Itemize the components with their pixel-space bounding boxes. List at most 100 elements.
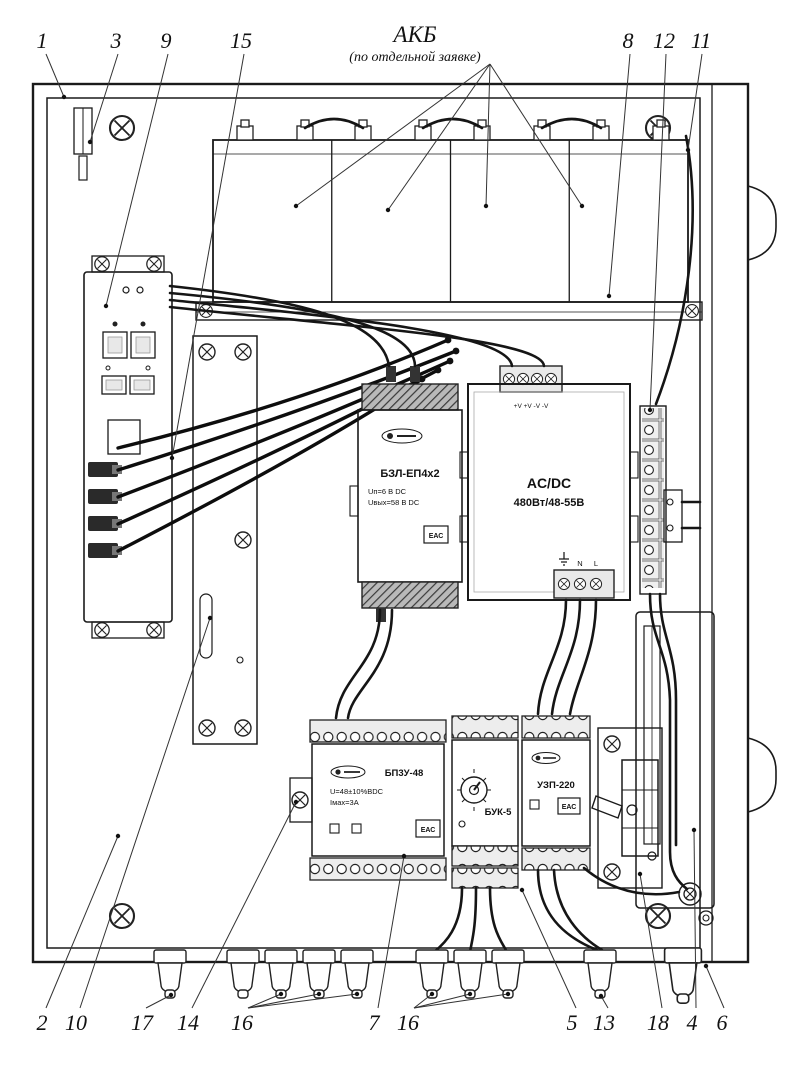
callout-17: 17 <box>131 1010 154 1035</box>
battery-jumper <box>303 117 365 130</box>
cable-gland <box>226 949 260 999</box>
terminal-strip <box>361 383 459 411</box>
indicator <box>458 820 466 828</box>
display-window <box>102 331 128 359</box>
terminal-strip <box>521 715 591 739</box>
callout-7: 7 <box>369 1010 381 1035</box>
window <box>107 419 141 455</box>
door-hinge-bottom <box>747 736 777 814</box>
indicator-led <box>136 286 144 294</box>
uzp-name: УЗП-220 <box>537 780 575 791</box>
acdc-spec: 480Вт/48-55В <box>514 497 585 509</box>
callout-3: 3 <box>110 28 122 53</box>
indicator <box>351 823 362 834</box>
cable-connectors <box>88 462 122 558</box>
callout-18: 18 <box>647 1010 669 1035</box>
wiring <box>168 134 694 954</box>
left-control-module <box>83 255 173 639</box>
callout-16a: 16 <box>231 1010 253 1035</box>
circuit-breaker <box>591 727 663 889</box>
brand-logo <box>531 752 561 764</box>
svg-text:L: L <box>594 559 598 568</box>
port <box>101 375 127 395</box>
din-clip <box>349 485 359 517</box>
akb-subtitle: (по отдельной заявке) <box>349 50 481 65</box>
battery-terminals <box>236 119 670 141</box>
ground-icon <box>559 552 569 566</box>
callout-10: 10 <box>65 1010 87 1035</box>
svg-text:ЕАС: ЕАС <box>429 533 444 540</box>
din-terminal-strip <box>639 405 702 595</box>
indicator <box>529 799 540 810</box>
acdc-terminal-labels: +V +V -V -V <box>514 403 549 410</box>
bp-spec2: Iмах=3А <box>330 798 359 807</box>
cable-bundle <box>116 336 460 553</box>
battery-bank <box>195 117 703 321</box>
battery-jumper <box>540 117 603 130</box>
acdc-name: AC/DC <box>527 475 571 491</box>
callout-9: 9 <box>161 28 172 53</box>
callout-11: 11 <box>691 28 711 53</box>
terminal-strip <box>521 847 591 871</box>
uzp-module: УЗП-220 ЕАС <box>521 715 591 871</box>
callout-13: 13 <box>593 1010 615 1035</box>
bp-module: БП3У-48 U=48±10%ВDC Iмах=3А ЕАС <box>289 719 447 881</box>
svg-text:ЕАС: ЕАС <box>421 827 436 834</box>
acdc-power-supply: +V +V -V -V AC/DC 480Вт/48-55В N L <box>459 365 639 601</box>
cable-gland <box>415 949 449 999</box>
cable-gland <box>153 949 187 999</box>
callout-1: 1 <box>37 28 48 53</box>
leader-lines <box>45 53 725 1009</box>
indicator <box>329 823 340 834</box>
callout-6: 6 <box>717 1010 728 1035</box>
terminal-strip <box>309 719 447 743</box>
terminal-strip <box>451 845 519 867</box>
buk-name: БУК-5 <box>485 807 512 818</box>
indicator-dot <box>140 321 146 327</box>
bzl-module: БЗЛ-ЕП4х2 Uп=6 В DC Uвых=58 В DC ЕАС <box>349 366 463 622</box>
callout-12: 12 <box>653 28 675 53</box>
display-window <box>130 331 156 359</box>
terminal-strip <box>451 867 519 889</box>
door-latch <box>73 107 93 181</box>
battery-jumper <box>421 117 484 130</box>
cable-glands <box>153 947 703 1005</box>
akb-title: АКБ <box>392 22 437 47</box>
bzl-spec2: Uвых=58 В DC <box>368 498 420 507</box>
bzl-name: БЗЛ-ЕП4х2 <box>380 468 439 480</box>
svg-text:ЕАС: ЕАС <box>562 804 577 811</box>
eac-mark <box>415 819 441 838</box>
cabinet-frame <box>31 82 777 964</box>
callouts: 1 3 9 15 АКБ (по отдельной заявке) 8 12 … <box>37 22 728 1035</box>
rotary-dial <box>457 769 491 811</box>
cable-gland <box>302 949 336 999</box>
indicator-led <box>122 286 130 294</box>
buk-module: БУК-5 <box>451 715 519 889</box>
door-hinge-top <box>747 184 777 262</box>
cable-gland <box>340 949 374 999</box>
callout-15: 15 <box>230 28 252 53</box>
svg-text:N: N <box>577 559 582 568</box>
callout-4: 4 <box>687 1010 698 1035</box>
brand-logo <box>381 428 423 444</box>
callout-8: 8 <box>623 28 634 53</box>
indicator-dot <box>112 321 118 327</box>
terminal-strip <box>361 581 459 609</box>
cable-gland <box>264 949 298 999</box>
terminal-strip <box>451 715 519 739</box>
cable-gland <box>453 949 487 999</box>
plate-slot <box>199 593 213 659</box>
callout-5: 5 <box>567 1010 578 1035</box>
eac-mark <box>423 525 449 544</box>
ground-bolt-cluster <box>678 882 714 926</box>
mounting-plate <box>192 335 258 745</box>
callout-2: 2 <box>37 1010 48 1035</box>
callout-14: 14 <box>177 1010 199 1035</box>
eac-mark <box>557 797 581 815</box>
terminal-strip <box>309 857 447 881</box>
cable-gland <box>491 949 525 999</box>
bp-name: БП3У-48 <box>385 768 424 779</box>
callout-16b: 16 <box>397 1010 419 1035</box>
